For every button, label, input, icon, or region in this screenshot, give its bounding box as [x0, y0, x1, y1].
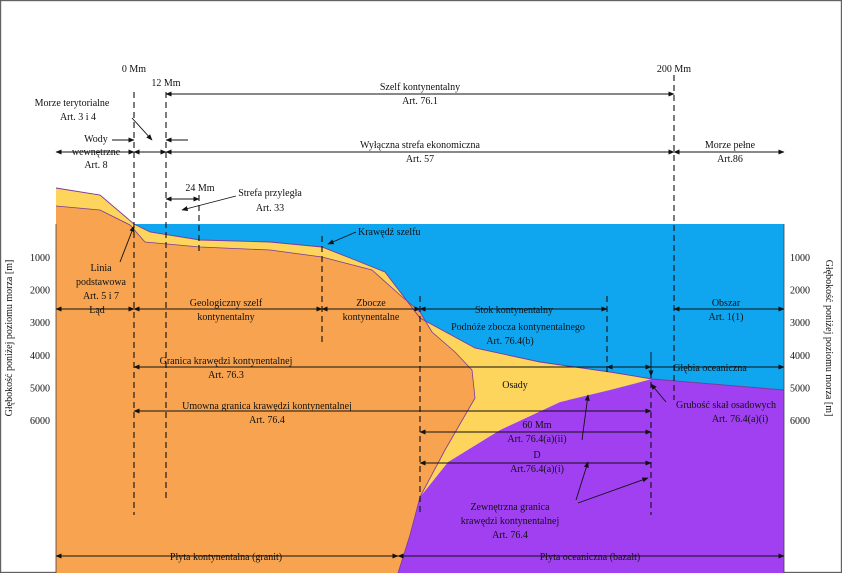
- slope-l1: Zbocze: [356, 298, 386, 309]
- internal-waters-l1: Wody: [84, 134, 108, 145]
- area-art: Art. 1(1): [709, 312, 744, 323]
- outer-limit-l1: Zewnętrzna granica: [470, 502, 550, 513]
- depth-tick-left: 1000: [30, 253, 50, 264]
- depth-tick-left: 4000: [30, 351, 50, 362]
- baseline-l1: Linia: [90, 263, 112, 274]
- land-label: Ląd: [89, 305, 105, 316]
- sediment-layer: [56, 188, 652, 497]
- y-axis-label-right: Głębokość poniżej poziomu morza [m]: [823, 260, 834, 417]
- slope-l2: kontynentalne: [343, 312, 400, 323]
- mm60-art: Art. 76.4(a)(ii): [507, 434, 566, 445]
- shelf-edge-label: Krawędź szelfu: [358, 227, 420, 238]
- terr-sea-title: Morze terytorialne: [35, 98, 110, 109]
- depth-tick-right: 1000: [790, 253, 810, 264]
- sed-thickness-title: Grubość skał osadowych: [676, 400, 776, 411]
- depth-tick-right: 4000: [790, 351, 810, 362]
- depth-tick-right: 2000: [790, 286, 810, 297]
- foot-title: Podnóże zbocza kontynentalnego: [451, 322, 585, 333]
- oceanic-crust: [398, 379, 784, 573]
- label-12mm: 12 Mm: [151, 78, 180, 89]
- terr-sea-art: Art. 3 i 4: [60, 112, 96, 123]
- eez-art: Art. 57: [406, 154, 434, 165]
- cont-plate-label: Płyta kontynentalna (granit): [170, 552, 282, 563]
- margin-edge-title: Granica krawędzi kontynentalnej: [160, 356, 293, 367]
- label-200mm: 200 Mm: [657, 64, 691, 75]
- shelf-art: Art. 76.1: [402, 96, 438, 107]
- high-seas-title: Morze pełne: [705, 140, 756, 151]
- depth-tick-left: 3000: [30, 318, 50, 329]
- depth-tick-right: 5000: [790, 383, 810, 394]
- foot-art: Art. 76.4(b): [486, 336, 534, 347]
- outer-limit-art: Art. 76.4: [492, 530, 528, 541]
- depth-ticks-right: 1000 2000 3000 4000 5000 6000: [790, 253, 810, 427]
- internal-waters-l2: wewnętrzne: [72, 147, 121, 158]
- mm60-title: 60 Mm: [522, 420, 551, 431]
- contiguous-title: Strefa przyległa: [238, 188, 302, 199]
- sed-thickness-art: Art. 76.4(a)(i): [712, 414, 768, 425]
- label-0mm: 0 Mm: [122, 64, 146, 75]
- baseline-art: Art. 5 i 7: [83, 291, 119, 302]
- depth-ticks-left: 1000 2000 3000 4000 5000 6000: [30, 253, 50, 427]
- y-axis-label-left: Głębokość poniżej poziomu morza [m]: [4, 260, 15, 417]
- sediments-label: Osady: [502, 380, 528, 391]
- depth-tick-left: 6000: [30, 416, 50, 427]
- depth-tick-right: 6000: [790, 416, 810, 427]
- label-24mm: 24 Mm: [185, 183, 214, 194]
- conv-edge-art: Art. 76.4: [249, 415, 285, 426]
- margin-edge-art: Art. 76.3: [208, 370, 244, 381]
- d-art: Art.76.4(a)(i): [510, 464, 564, 475]
- continental-crust: [56, 206, 475, 573]
- internal-waters-art: Art. 8: [84, 160, 107, 171]
- geo-shelf-l1: Geologiczny szelf: [190, 298, 263, 309]
- contiguous-art: Art. 33: [256, 203, 284, 214]
- eez-title: Wyłączna strefa ekonomiczna: [360, 140, 480, 151]
- high-seas-art: Art.86: [717, 154, 743, 165]
- d-title: D: [533, 450, 540, 461]
- abyss-label: Głębia oceaniczna: [673, 363, 747, 374]
- conv-edge-title: Umowna granica krawędzi kontynentalnej: [182, 401, 352, 412]
- depth-tick-left: 5000: [30, 383, 50, 394]
- ocean-plate-label: Płyta oceaniczna (bazalt): [540, 552, 641, 563]
- geo-shelf-l2: kontynentalny: [197, 312, 254, 323]
- depth-tick-right: 3000: [790, 318, 810, 329]
- outer-limit-l2: krawędzi kontynentalnej: [461, 516, 560, 527]
- baseline-l2: podstawowa: [76, 277, 127, 288]
- rise-title: Stok kontynentalny: [475, 305, 553, 316]
- area-title: Obszar: [712, 298, 741, 309]
- depth-tick-left: 2000: [30, 286, 50, 297]
- shelf-title: Szelf kontynentalny: [380, 82, 460, 93]
